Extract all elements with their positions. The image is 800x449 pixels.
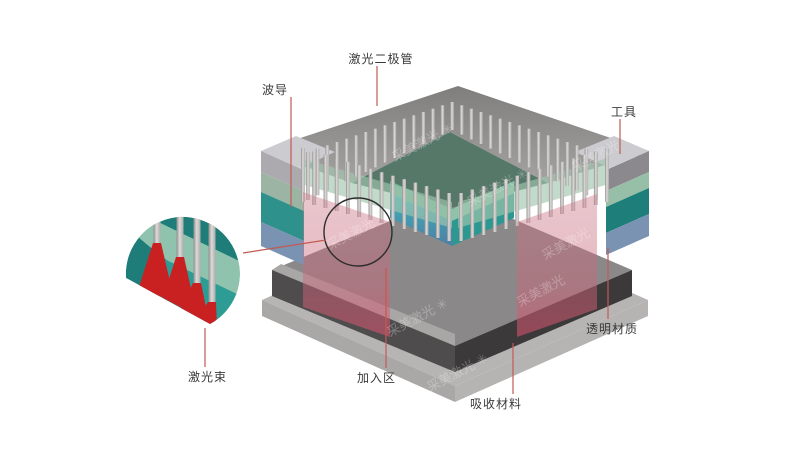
inset-diode-pin	[208, 216, 216, 302]
diode-pin	[575, 145, 579, 191]
diode-pin	[555, 138, 560, 182]
magnified-inset	[125, 216, 240, 324]
label-laser-beam: 激光束	[188, 370, 228, 384]
diode-pin	[582, 154, 587, 208]
diode-pin	[593, 151, 598, 205]
absorber-front-left-face	[262, 300, 455, 402]
diode-pin	[354, 135, 358, 177]
diode-pin	[301, 148, 305, 202]
diode-pin	[517, 125, 521, 163]
diode-pin	[390, 175, 395, 226]
diode-pin	[536, 132, 541, 172]
detail-annotation-circle	[323, 197, 393, 267]
diode-pin	[402, 118, 406, 154]
diode-pin	[383, 125, 387, 163]
diode-pin	[431, 108, 435, 140]
leader-lines	[204, 66, 621, 394]
left-end-stack	[261, 172, 304, 265]
laser-beam-cone	[139, 243, 175, 303]
label-join-zone: 加入区	[357, 371, 397, 385]
diode-pin	[507, 122, 512, 158]
diode-pin	[515, 175, 520, 226]
diode-pin	[447, 193, 451, 241]
label-transparent-material: 透明材质	[586, 322, 639, 336]
leader-inset-connector	[242, 239, 327, 254]
right-end-stack	[606, 172, 649, 255]
diode-pin	[344, 138, 349, 182]
transparent-right-end-face	[606, 214, 649, 255]
mint-left-end-face	[261, 172, 304, 211]
inset-pins-and-beams	[139, 216, 217, 324]
inset-diode-pin	[176, 216, 184, 257]
diode-pin-rows	[301, 102, 609, 241]
diode-pin	[479, 112, 483, 144]
diode-pin	[548, 165, 553, 217]
diode-pin	[440, 105, 445, 135]
diode-pin	[392, 122, 397, 158]
diode-pin	[560, 161, 564, 214]
diode-pin	[504, 179, 508, 229]
inset-diode-pin	[193, 216, 201, 283]
tool-plate	[261, 86, 649, 191]
laser-beam-cone	[197, 302, 217, 324]
waveguide-left-end-face	[261, 192, 304, 241]
diode-pin	[546, 135, 550, 177]
diode-pin	[411, 115, 416, 149]
diode-pin	[459, 193, 463, 241]
diode-pin	[421, 112, 425, 144]
mint-right-end-face	[606, 172, 649, 207]
diode-pin	[527, 128, 531, 168]
diode-pin	[424, 186, 429, 235]
absorber-front-right-face	[455, 300, 648, 402]
diode-pin	[492, 182, 497, 232]
diode-pin	[379, 172, 384, 223]
diode-pin	[346, 161, 350, 214]
diode-pin	[312, 151, 317, 205]
diode-pin	[481, 186, 486, 235]
diode-pin	[315, 148, 320, 196]
bond-region-right	[517, 194, 597, 337]
diode-pin	[488, 115, 493, 149]
diode-pin	[470, 189, 475, 238]
diode-pin	[459, 105, 464, 135]
tool-plate-left-tip-face	[261, 151, 304, 191]
diode-pin	[373, 128, 377, 168]
diode-pin	[357, 165, 362, 217]
tool-plate-top-face	[261, 86, 649, 183]
diode-pin	[435, 189, 440, 238]
diode-pin	[368, 168, 373, 220]
diode-pin	[413, 182, 418, 232]
diode-pin	[498, 118, 502, 154]
label-absorber: 吸收材料	[470, 397, 523, 411]
diode-pin	[526, 172, 531, 223]
inset-diode-pin	[153, 216, 161, 243]
label-waveguide: 波导	[262, 83, 289, 97]
diode-pin	[605, 148, 609, 202]
transparent-left-end-face	[261, 222, 304, 265]
diode-pin	[306, 152, 310, 200]
diode-pin	[537, 168, 542, 220]
waveguide-right-end-face	[606, 188, 649, 233]
tool-plate-right-tip-face	[606, 151, 649, 191]
tool-plate-right-tip	[575, 136, 649, 168]
label-tool: 工具	[611, 105, 638, 119]
diode-pin	[469, 108, 473, 140]
diode-pin	[571, 158, 576, 211]
diode-pin	[363, 132, 368, 172]
diode-pin	[402, 179, 406, 229]
label-laser-diode: 激光二极管	[348, 52, 414, 66]
diode-pin	[334, 158, 339, 211]
diode-pin	[565, 142, 569, 186]
diode-pin	[450, 102, 454, 130]
diode-pin	[323, 154, 328, 208]
